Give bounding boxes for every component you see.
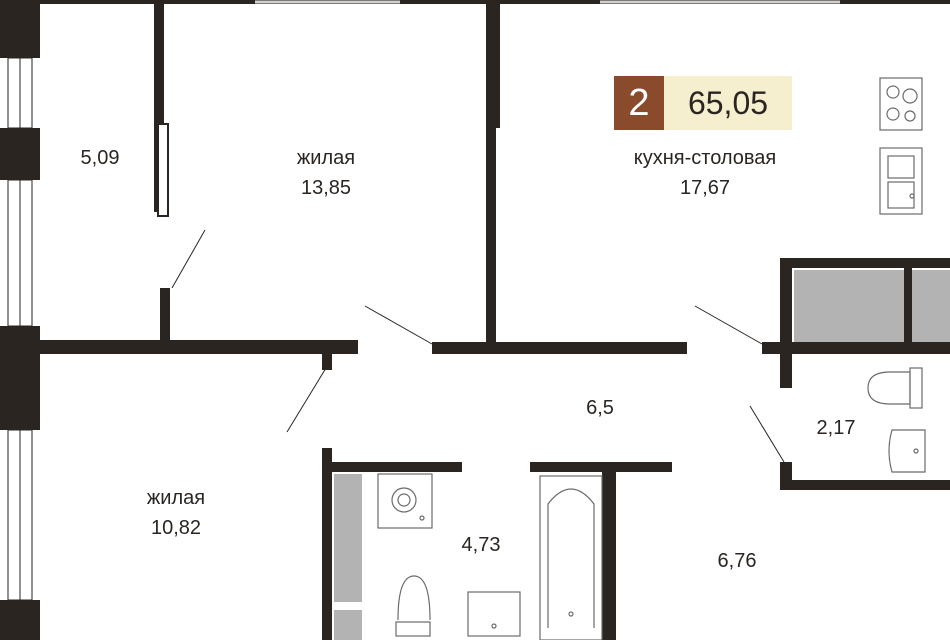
partition-wall bbox=[322, 340, 332, 370]
partition-wall bbox=[154, 0, 164, 212]
toilet-wall bbox=[780, 480, 950, 490]
room-toilet: 2,17 bbox=[806, 413, 866, 443]
room-area: 5,09 bbox=[80, 147, 120, 169]
cooktop-icon bbox=[879, 77, 923, 131]
room-type: кухня-столовая bbox=[633, 147, 777, 169]
room-bedroom-2: жилая 10,82 bbox=[106, 483, 246, 543]
corridor-wall bbox=[0, 340, 358, 354]
room-area: 4,73 bbox=[461, 534, 501, 556]
bathroom-wall bbox=[530, 462, 672, 472]
room-type: жилая bbox=[146, 487, 206, 509]
bathroom-wall bbox=[322, 462, 462, 472]
ventilation-shaft bbox=[334, 474, 362, 602]
exterior-wall bbox=[0, 600, 40, 640]
sliding-door bbox=[157, 123, 169, 217]
ventilation-shaft bbox=[334, 610, 362, 640]
washbasin-icon bbox=[888, 429, 926, 473]
bathroom-wall bbox=[322, 448, 332, 640]
room-kitchen: кухня-столовая 17,67 bbox=[600, 143, 810, 203]
corridor-wall bbox=[432, 342, 687, 354]
exterior-wall bbox=[0, 0, 40, 58]
sink-icon bbox=[879, 147, 923, 215]
room-area: 13,85 bbox=[300, 177, 352, 199]
room-entrance: 6,76 bbox=[700, 546, 774, 576]
ventilation-shaft bbox=[912, 270, 950, 342]
toilet-wall bbox=[780, 258, 792, 388]
window bbox=[7, 57, 33, 601]
door-swing bbox=[694, 305, 763, 345]
door-swing bbox=[171, 229, 206, 289]
total-area-badge: 65,05 bbox=[664, 76, 792, 130]
room-bedroom-1: жилая 13,85 bbox=[256, 143, 396, 203]
ventilation-shaft bbox=[794, 270, 904, 342]
partition-wall bbox=[160, 288, 170, 352]
door-swings bbox=[171, 229, 785, 463]
room-type: жилая bbox=[296, 147, 356, 169]
ventilation-wall bbox=[780, 258, 950, 268]
room-area: 17,67 bbox=[679, 177, 731, 199]
exterior-wall bbox=[40, 0, 950, 4]
toilet-icon bbox=[867, 367, 923, 409]
exterior-wall bbox=[0, 128, 40, 180]
door-swing bbox=[749, 405, 785, 463]
rooms-count-badge: 2 bbox=[614, 76, 664, 130]
room-bathroom: 4,73 bbox=[446, 530, 516, 560]
room-area: 10,82 bbox=[150, 517, 202, 539]
washbasin-icon bbox=[467, 591, 521, 637]
room-hallway: 6,5 bbox=[560, 393, 640, 423]
washing-machine-icon bbox=[377, 473, 433, 529]
toilet-icon bbox=[395, 575, 431, 637]
corridor-wall bbox=[762, 342, 950, 354]
room-area: 6,5 bbox=[586, 397, 614, 419]
bathtub-icon bbox=[539, 475, 603, 640]
partition-wall bbox=[486, 0, 500, 128]
room-area: 6,76 bbox=[717, 550, 757, 572]
bathroom-wall bbox=[602, 462, 616, 640]
ventilation-wall bbox=[904, 268, 912, 342]
door-swing bbox=[364, 305, 433, 345]
partition-wall bbox=[486, 128, 496, 352]
room-balcony: 5,09 bbox=[60, 143, 140, 173]
room-area: 2,17 bbox=[816, 417, 856, 439]
apartment-summary-badge: 2 65,05 bbox=[614, 76, 792, 130]
door-swing bbox=[286, 367, 327, 433]
